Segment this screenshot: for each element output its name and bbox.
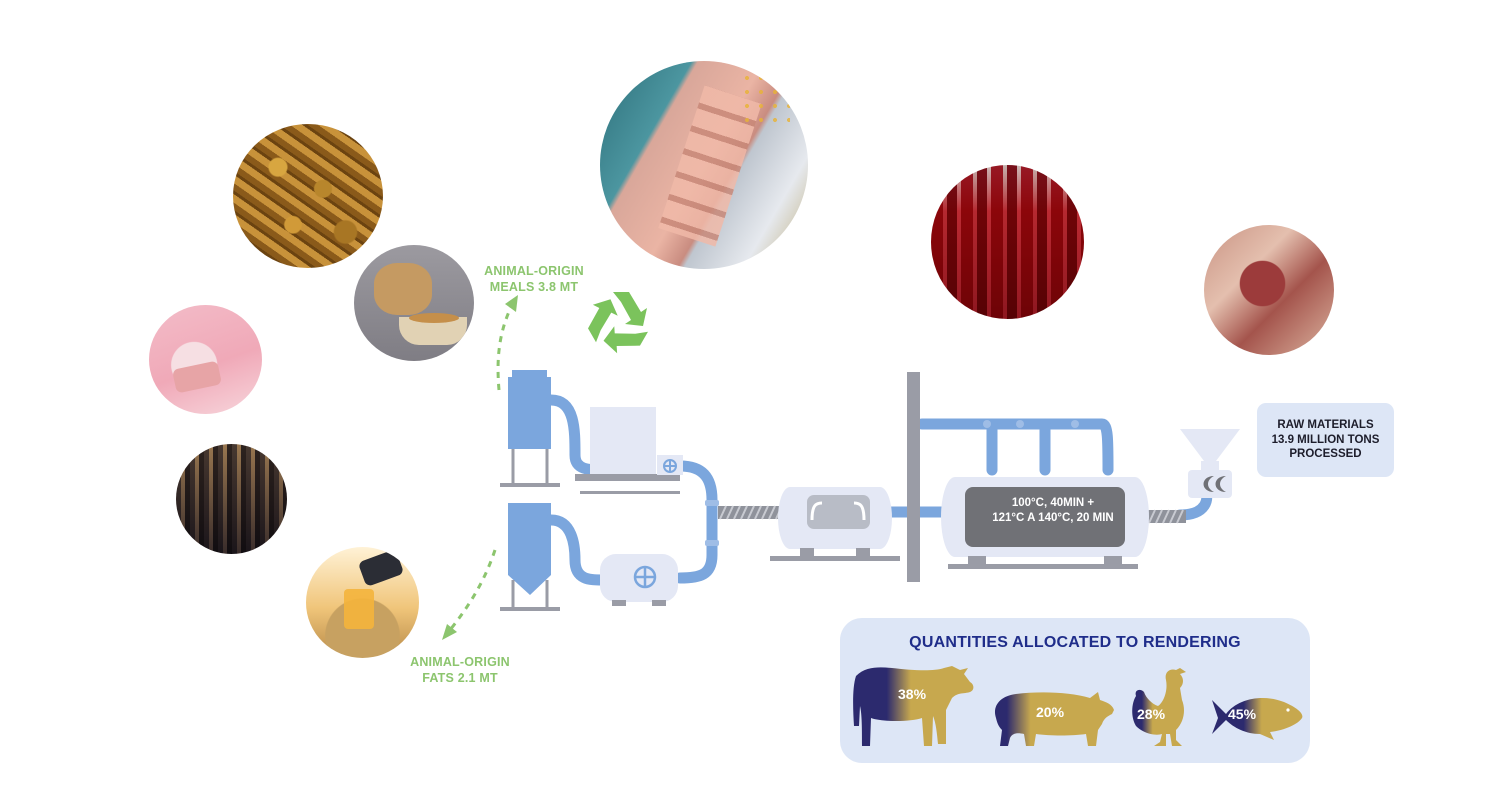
chicken-percentage: 28% bbox=[1137, 706, 1166, 722]
chicken-silhouette bbox=[1132, 668, 1186, 746]
dog-eating-photo bbox=[354, 245, 474, 361]
fat-cyclone bbox=[500, 503, 560, 611]
pipe-joints bbox=[705, 420, 1079, 546]
meals-arrow bbox=[496, 295, 518, 391]
cooker-drum bbox=[770, 487, 900, 561]
fats-label-line2: FATS 2.1 MT bbox=[422, 671, 498, 685]
animal-silhouettes bbox=[853, 666, 1303, 746]
recycle-icon bbox=[588, 292, 648, 354]
screw-conveyor-1 bbox=[718, 505, 790, 520]
sterilizer-conditions: 100°C, 40MIN + 121°C A 140°C, 20 MIN bbox=[965, 496, 1141, 526]
industry-photo bbox=[176, 444, 287, 554]
carcass-photo bbox=[931, 165, 1084, 319]
press-unit bbox=[575, 407, 683, 494]
temperature-line2: 121°C A 140°C, 20 MIN bbox=[992, 512, 1114, 524]
meals-label-line1: ANIMAL-ORIGIN bbox=[484, 264, 584, 278]
biofuel-photo bbox=[306, 547, 419, 658]
raw-materials-box: RAW MATERIALS 13.9 MILLION TONS PROCESSE… bbox=[1257, 403, 1394, 477]
fats-label: ANIMAL-ORIGIN FATS 2.1 MT bbox=[396, 654, 524, 686]
meals-label-line2: MEALS 3.8 MT bbox=[489, 280, 579, 294]
raw-meat-photo bbox=[1204, 225, 1334, 355]
fish-silhouette bbox=[1212, 698, 1303, 740]
meals-label: ANIMAL-ORIGIN MEALS 3.8 MT bbox=[470, 263, 598, 295]
sterilizer-drum bbox=[941, 477, 1149, 569]
cow-percentage: 38% bbox=[898, 686, 927, 702]
pet-food-pellets-photo bbox=[233, 124, 383, 268]
raw-materials-line2: 13.9 MILLION TONS bbox=[1271, 433, 1380, 446]
pig-silhouette bbox=[994, 692, 1114, 746]
raw-materials-line1: RAW MATERIALS bbox=[1277, 419, 1374, 432]
soap-hands-photo bbox=[149, 305, 262, 414]
livestock-photo bbox=[600, 61, 808, 269]
pig-percentage: 20% bbox=[1036, 704, 1065, 720]
fats-arrow bbox=[442, 549, 497, 640]
fish-percentage: 45% bbox=[1228, 706, 1257, 722]
fish-eye bbox=[1286, 708, 1290, 712]
raw-materials-line3: PROCESSED bbox=[1289, 448, 1362, 461]
fat-tank bbox=[600, 554, 678, 606]
quantities-panel: QUANTITIES ALLOCATED TO RENDERING bbox=[840, 618, 1310, 763]
fats-label-line1: ANIMAL-ORIGIN bbox=[410, 655, 510, 669]
temperature-line1: 100°C, 40MIN + bbox=[1011, 497, 1095, 509]
crusher-hopper bbox=[1180, 429, 1240, 498]
support-pillar bbox=[907, 372, 920, 582]
cow-silhouette bbox=[853, 666, 974, 746]
meal-cyclone bbox=[500, 370, 560, 487]
quantities-title: QUANTITIES ALLOCATED TO RENDERING bbox=[909, 634, 1241, 651]
